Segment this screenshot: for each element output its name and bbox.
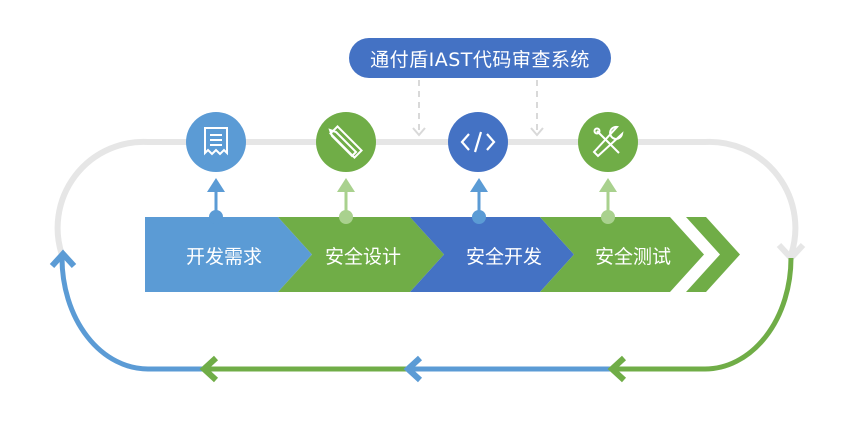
stage-icon-circle-3 — [448, 112, 508, 172]
stage-band-3 — [410, 217, 574, 292]
stage-connector-4 — [599, 178, 617, 224]
code-icon — [460, 131, 496, 153]
loop-right-arc — [704, 257, 794, 372]
stage-icon-circle-2 — [316, 112, 376, 172]
dashed-arrowhead-left — [412, 127, 426, 137]
stage-band-1 — [145, 217, 312, 292]
stage-connector-1 — [207, 178, 225, 224]
bottom-arrowhead-2 — [403, 355, 423, 383]
dashed-arrowhead-right — [530, 127, 544, 137]
tools-icon — [592, 125, 624, 158]
stage-band-4 — [540, 217, 704, 292]
stage-connector-3 — [470, 178, 488, 224]
stage-label-development: 安全开发 — [465, 245, 542, 268]
ruler-pencil-icon — [328, 125, 363, 159]
loop-top-path — [54, 138, 799, 256]
stage-connector-2 — [337, 178, 355, 224]
stage-label-testing: 安全测试 — [594, 245, 671, 268]
loop-left-arc — [59, 257, 149, 372]
stage-icon-circle-1 — [186, 112, 246, 172]
stage-label-requirements: 开发需求 — [185, 245, 262, 268]
system-title-badge: 通付盾IAST代码审查系统 — [349, 38, 611, 78]
bottom-arrowhead-1 — [607, 355, 627, 383]
stage-label-design: 安全设计 — [324, 245, 401, 268]
stage-icon-circle-4 — [578, 112, 638, 172]
loop-arrowhead-left — [49, 249, 77, 269]
stage-band-2 — [278, 217, 444, 292]
receipt-icon — [204, 127, 228, 156]
bottom-arrowhead-3 — [199, 355, 219, 383]
end-chevron — [686, 217, 740, 292]
